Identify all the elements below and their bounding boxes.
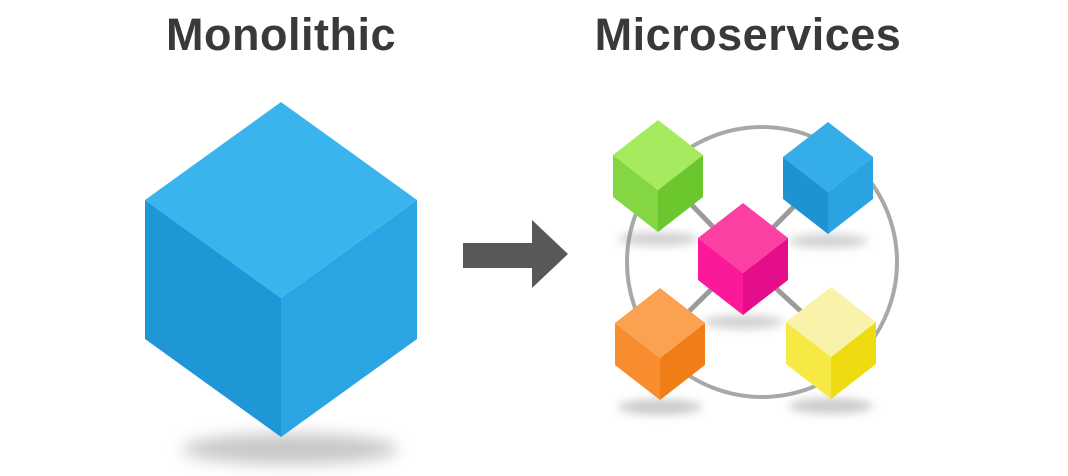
blue-cube-right-face [828,157,873,234]
green-cube-shadow [618,232,698,246]
yellow-cube-shadow [789,398,873,414]
monolith-cube-left-face [145,200,281,437]
monolithic-title: Monolithic [166,9,396,60]
orange-cube-right-face [660,323,705,400]
yellow-cube-top-face [786,287,876,357]
green-cube-top-face [613,120,703,190]
magenta-cube-right-face [743,238,788,315]
green-cube-right-face [658,155,703,232]
yellow-cube-left-face [786,322,831,399]
microservices-group [613,120,899,415]
blue-service-cube [783,122,873,234]
green-cube-left-face [613,155,658,232]
magenta-cube-shadow [703,315,783,329]
right-arrow-icon [463,220,568,288]
magenta-service-cube [698,203,788,315]
orange-cube-left-face [615,323,660,400]
blue-cube-shadow [788,234,868,248]
yellow-service-cube [786,287,876,399]
monolith-cube-top-face [145,102,417,298]
monolith-cube-shadow [182,434,398,464]
magenta-cube-left-face [698,238,743,315]
orange-cube-shadow [618,399,702,415]
magenta-cube-top-face [698,203,788,273]
service-ring [625,125,899,399]
yellow-cube-right-face [831,322,876,399]
monolith-cube [145,102,417,437]
monolith-cube-right-face [281,200,417,437]
blue-cube-top-face [783,122,873,192]
blue-cube-left-face [783,157,828,234]
microservices-title: Microservices [594,9,902,60]
monolith-group [145,102,417,464]
orange-service-cube [615,288,705,400]
orange-cube-top-face [615,288,705,358]
green-service-cube [613,120,703,232]
